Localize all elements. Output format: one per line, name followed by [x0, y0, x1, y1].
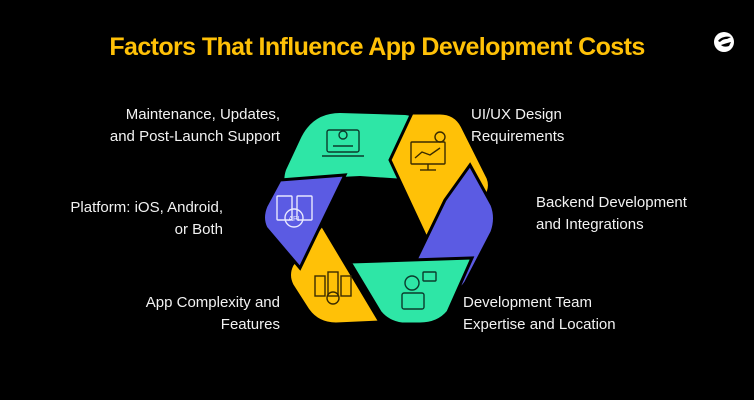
support-agent-icon	[401, 271, 437, 310]
factor-label-backend: Backend Development and Integrations	[536, 192, 687, 236]
factor-label-platform: Platform: iOS, Android, or Both	[70, 197, 223, 241]
label-line: Maintenance, Updates,	[125, 106, 280, 123]
factor-label-maintenance: Maintenance, Updates, and Post-Launch Su…	[110, 104, 280, 148]
factor-label-complexity: App Complexity and Features	[146, 292, 280, 336]
page-title: Factors That Influence App Development C…	[109, 33, 645, 61]
label-line: and Post-Launch Support	[109, 128, 280, 145]
segment-team	[347, 256, 475, 326]
api-gear-icon: API	[276, 195, 313, 228]
brand-logo-icon	[714, 32, 734, 52]
servers-dollar-icon	[314, 271, 352, 305]
label-line: Features	[220, 316, 280, 333]
label-line: or Both	[174, 221, 223, 238]
label-line: Expertise and Location	[463, 316, 616, 333]
label-line: Backend Development	[536, 194, 687, 211]
segment-platform	[262, 173, 348, 271]
label-line: Requirements	[471, 128, 565, 145]
factor-label-team: Development Team Expertise and Location	[463, 292, 616, 336]
label-line: UI/UX Design	[471, 106, 562, 123]
factor-label-uiux: UI/UX Design Requirements	[471, 104, 564, 148]
segment-complexity	[288, 222, 383, 326]
laptop-wrench-icon	[322, 129, 364, 157]
monitor-chart-icon	[410, 131, 446, 171]
label-line: Development Team	[463, 294, 592, 311]
label-line: Platform: iOS, Android,	[70, 199, 223, 216]
svg-text:API: API	[288, 216, 299, 223]
label-line: and Integrations	[536, 216, 644, 233]
label-line: App Complexity and	[145, 294, 280, 311]
